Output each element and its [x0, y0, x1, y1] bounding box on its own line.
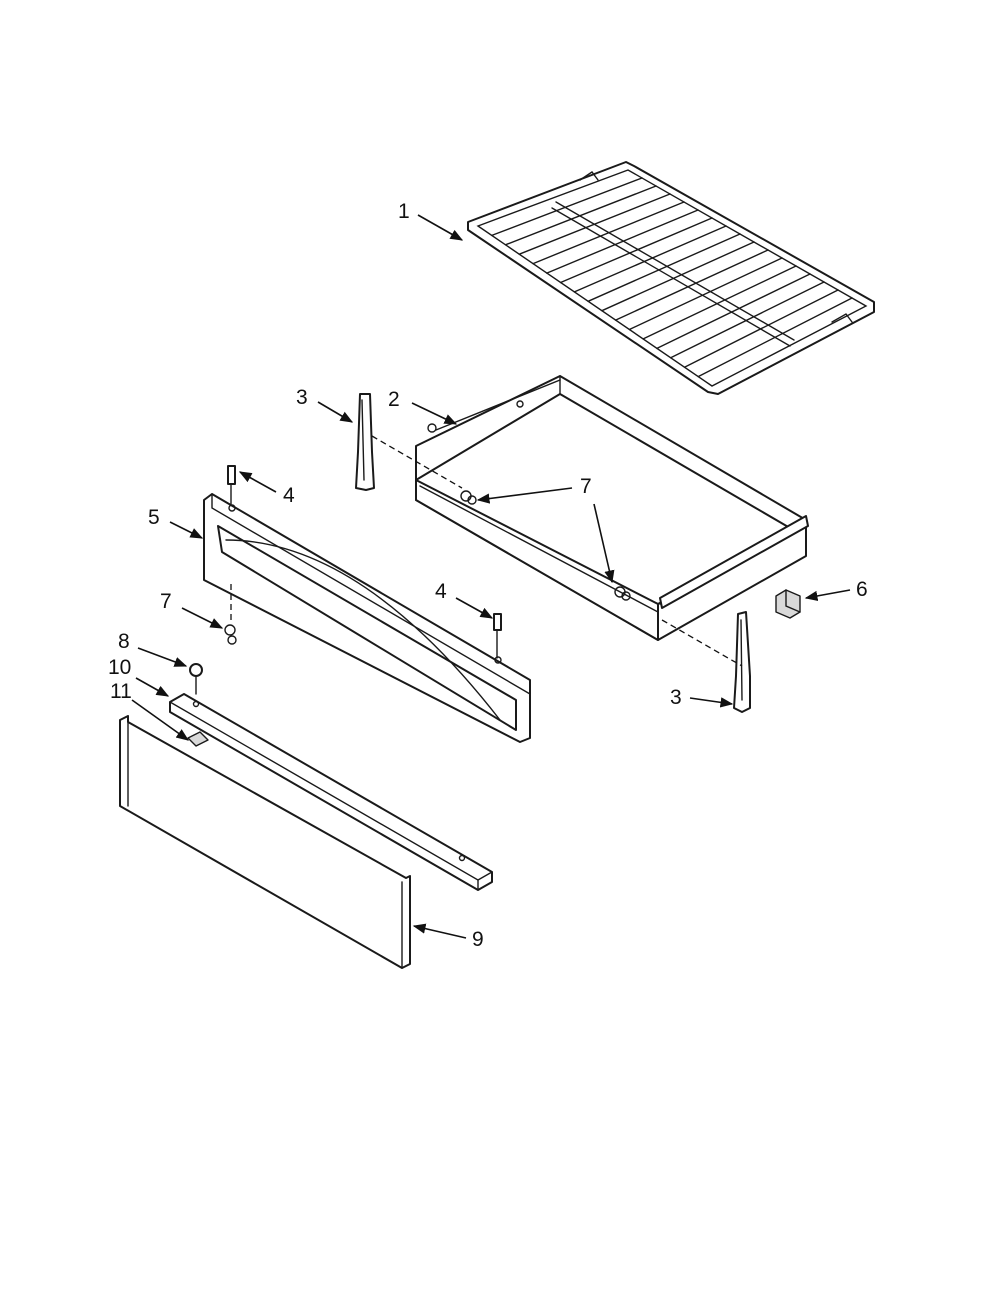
rack-wire — [601, 241, 755, 312]
drawer-slide-part-right — [733, 611, 751, 713]
kick-panel-part — [119, 715, 411, 969]
callout-7-panel: 7 — [160, 590, 172, 613]
rack-wire — [504, 185, 657, 246]
callout-10: 10 — [108, 656, 131, 679]
drawer-slide-part-left — [355, 393, 375, 491]
rack-wire — [587, 233, 741, 302]
stud-part-lower — [493, 613, 502, 659]
drawer-pan-part — [415, 375, 809, 641]
stud-part-upper — [227, 465, 236, 505]
rack-wires — [491, 177, 853, 378]
rack-wire — [670, 281, 825, 359]
rack-wire — [628, 257, 783, 331]
bracket-bar-part — [169, 693, 493, 891]
screw-part-c — [224, 624, 237, 645]
callout-3-right: 3 — [670, 686, 682, 709]
callout-4-lower: 4 — [435, 580, 447, 603]
callout-1: 1 — [398, 200, 410, 223]
callout-7-drawer: 7 — [580, 475, 592, 498]
rack-wire — [546, 209, 699, 274]
callout-11: 11 — [110, 680, 132, 703]
screw-part-8 — [189, 663, 203, 695]
rack-wire — [559, 217, 713, 284]
rack-wire — [656, 273, 811, 350]
clip-nut-part — [187, 731, 209, 747]
callout-5: 5 — [148, 506, 160, 529]
rack-wire — [642, 265, 797, 340]
rack-wire — [491, 177, 643, 237]
callout-3-left: 3 — [296, 386, 308, 409]
callout-8: 8 — [118, 630, 130, 653]
callout-2: 2 — [388, 388, 400, 411]
rack-wire — [573, 225, 727, 293]
callout-6: 6 — [856, 578, 868, 601]
oven-rack-part — [467, 161, 875, 395]
leader-lines — [131, 214, 851, 939]
screw-part-b — [614, 586, 631, 601]
callout-9: 9 — [472, 928, 484, 951]
drawer-front-panel-part — [203, 493, 531, 743]
screw-part-a — [460, 490, 477, 505]
clip-part — [775, 589, 801, 619]
callout-4-upper: 4 — [283, 484, 295, 507]
rack-wire — [614, 249, 769, 321]
